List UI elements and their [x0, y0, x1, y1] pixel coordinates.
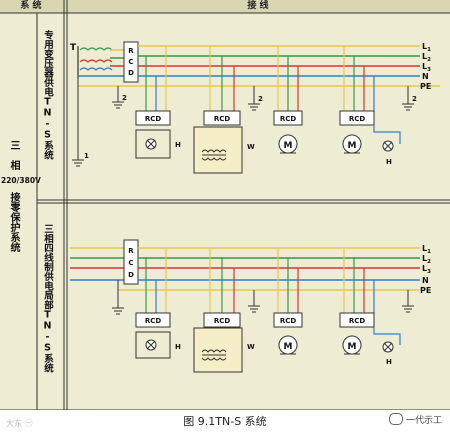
svg-text:M: M — [348, 342, 357, 352]
watermark-right: 一代示工 — [388, 413, 442, 426]
figure-caption: 图 9.1TN-S 系统 — [183, 415, 267, 428]
frame-lines — [0, 0, 450, 410]
main-rcd-top — [123, 41, 139, 83]
svg-text:M: M — [348, 141, 357, 151]
rcd-lamp-bottom — [135, 312, 171, 328]
svg-text:M: M — [284, 342, 293, 352]
header-system: 系 统 — [20, 1, 42, 11]
category-phase: 相 — [8, 160, 19, 170]
header-band — [0, 0, 450, 13]
svg-text:H: H — [386, 158, 392, 166]
top-diagram: T R C D L1 L2 L3 N PE 2 — [70, 41, 440, 174]
rcd-welder-bottom — [203, 312, 241, 328]
svg-text:RCD: RCD — [145, 317, 162, 325]
svg-text:RCD: RCD — [145, 115, 162, 123]
svg-text:1: 1 — [84, 152, 89, 160]
top-buses — [138, 45, 420, 77]
wechat-icon — [388, 413, 403, 425]
rcd-motor-lamp-bottom — [339, 312, 375, 328]
rcd-lamp-top — [135, 110, 171, 126]
svg-text:2: 2 — [258, 95, 263, 103]
svg-text:RCD: RCD — [280, 317, 297, 325]
rcd-motor-lamp-top — [339, 110, 375, 126]
bottom-diagram: R C D L1 L2 L3 N PE RCD H — [70, 239, 431, 373]
rcd-motor-bottom — [273, 312, 303, 328]
svg-text:H: H — [386, 358, 392, 366]
welder-box-bottom — [193, 327, 243, 373]
svg-text:2: 2 — [122, 94, 127, 102]
bus-label-l2-top: L2 — [422, 52, 431, 63]
svg-text:H: H — [175, 141, 181, 149]
svg-text:D: D — [128, 271, 134, 279]
watermark-left: 大东 ㊀ — [6, 419, 33, 428]
svg-text:M: M — [284, 141, 293, 151]
svg-text:L1: L1 — [422, 244, 431, 255]
svg-text:RCD: RCD — [280, 115, 297, 123]
svg-text:N: N — [422, 276, 429, 285]
bus-label-n-top: N — [422, 72, 429, 81]
svg-text:L3: L3 — [422, 264, 431, 275]
svg-text:RCD: RCD — [349, 115, 366, 123]
header-wiring: 接 线 — [247, 1, 269, 11]
rcd-welder-top — [203, 110, 241, 126]
svg-text:C: C — [128, 58, 133, 66]
svg-text:R: R — [128, 47, 134, 55]
top-block-label: 专用变压器供电TN-S系统 — [42, 30, 53, 160]
svg-text:RCD: RCD — [214, 317, 231, 325]
bus-label-l3-top: L3 — [422, 62, 431, 73]
main-rcd-bottom — [123, 239, 139, 285]
svg-text:D: D — [128, 69, 134, 77]
wiring-svg: T R C D L1 L2 L3 N PE 2 — [0, 0, 450, 410]
transformer-label: T — [70, 43, 77, 53]
svg-text:W: W — [247, 343, 255, 351]
svg-text:W: W — [247, 143, 255, 151]
svg-text:R: R — [128, 247, 134, 255]
watermark-right-text: 一代示工 — [405, 416, 442, 426]
bus-label-pe-top: PE — [420, 82, 431, 91]
category-voltage: 220/380V — [1, 176, 41, 185]
bus-label-l1-top: L1 — [422, 42, 431, 53]
bottom-block-label: 三相四线制供电局部TN-S系统 — [42, 224, 53, 373]
svg-text:RCD: RCD — [349, 317, 366, 325]
category-grounding: 接零保护系统 — [8, 192, 19, 252]
svg-text:L2: L2 — [422, 254, 431, 265]
svg-text:RCD: RCD — [214, 115, 231, 123]
svg-text:C: C — [128, 259, 133, 267]
svg-text:H: H — [175, 343, 181, 351]
svg-text:2: 2 — [412, 95, 417, 103]
rcd-motor-top — [273, 110, 303, 126]
transformer-coil — [77, 46, 113, 78]
bottom-buses — [118, 247, 420, 291]
svg-text:PE: PE — [420, 286, 431, 295]
category-three: 三 — [8, 140, 19, 150]
